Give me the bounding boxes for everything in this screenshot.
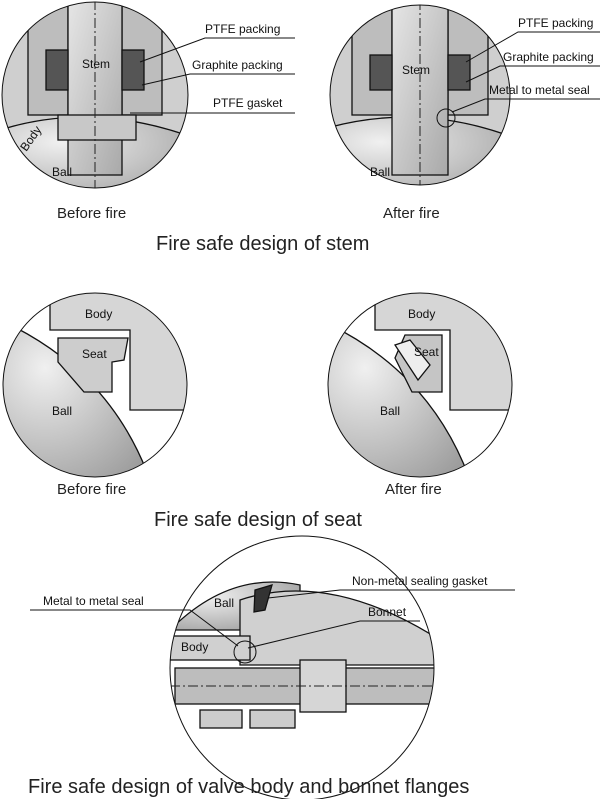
graphite-packing-left <box>45 49 69 91</box>
stem-label: Stem <box>402 63 430 77</box>
body-label: Body <box>408 307 435 321</box>
graphite-packing-right <box>121 49 145 91</box>
metal-to-metal-seal-label: Metal to metal seal <box>43 594 144 608</box>
ptfe-gasket-label: PTFE gasket <box>213 96 283 110</box>
before-fire-title: Before fire <box>57 481 126 498</box>
ball-label: Ball <box>380 404 400 418</box>
graphite-packing-label: Graphite packing <box>192 58 283 72</box>
flange-detail: Metal to metal seal Ball Non-metal seali… <box>30 535 515 799</box>
ball-label: Ball <box>52 404 72 418</box>
stem-caption: Fire safe design of stem <box>156 233 369 255</box>
metal-to-metal-seal-label: Metal to metal seal <box>489 83 590 97</box>
bonnet-label: Bonnet <box>368 605 407 619</box>
stem-after-fire-detail: Stem PTFE packing Graphite packing Metal… <box>329 4 600 222</box>
stem-before-fire-detail: Stem PTFE packing Graphite packing PTFE … <box>1 1 295 222</box>
seat <box>57 337 129 393</box>
seat <box>393 339 431 382</box>
ball-label: Ball <box>52 165 72 179</box>
seat-label: Seat <box>414 345 439 359</box>
gasket <box>253 584 273 613</box>
before-fire-title: Before fire <box>57 205 126 222</box>
graphite-packing-label: Graphite packing <box>503 50 594 64</box>
flange-caption: Fire safe design of valve body and bonne… <box>28 776 469 798</box>
seat-after-fire-detail: Body Seat Ball After fire <box>327 292 513 498</box>
body-label: Body <box>85 307 112 321</box>
ptfe-packing-label: PTFE packing <box>518 16 593 30</box>
after-fire-title: After fire <box>383 205 440 222</box>
seat-label: Seat <box>82 347 107 361</box>
seat-caption: Fire safe design of seat <box>154 509 362 531</box>
body-label: Body <box>181 640 208 654</box>
after-fire-title: After fire <box>385 481 442 498</box>
ball-label: Ball <box>370 165 390 179</box>
ball-label: Ball <box>214 596 234 610</box>
ptfe-packing-label: PTFE packing <box>205 22 280 36</box>
non-metal-sealing-gasket-label: Non-metal sealing gasket <box>352 574 488 588</box>
stem-label: Stem <box>82 57 110 71</box>
seat-before-fire-detail: Body Seat Ball Before fire <box>2 292 188 498</box>
